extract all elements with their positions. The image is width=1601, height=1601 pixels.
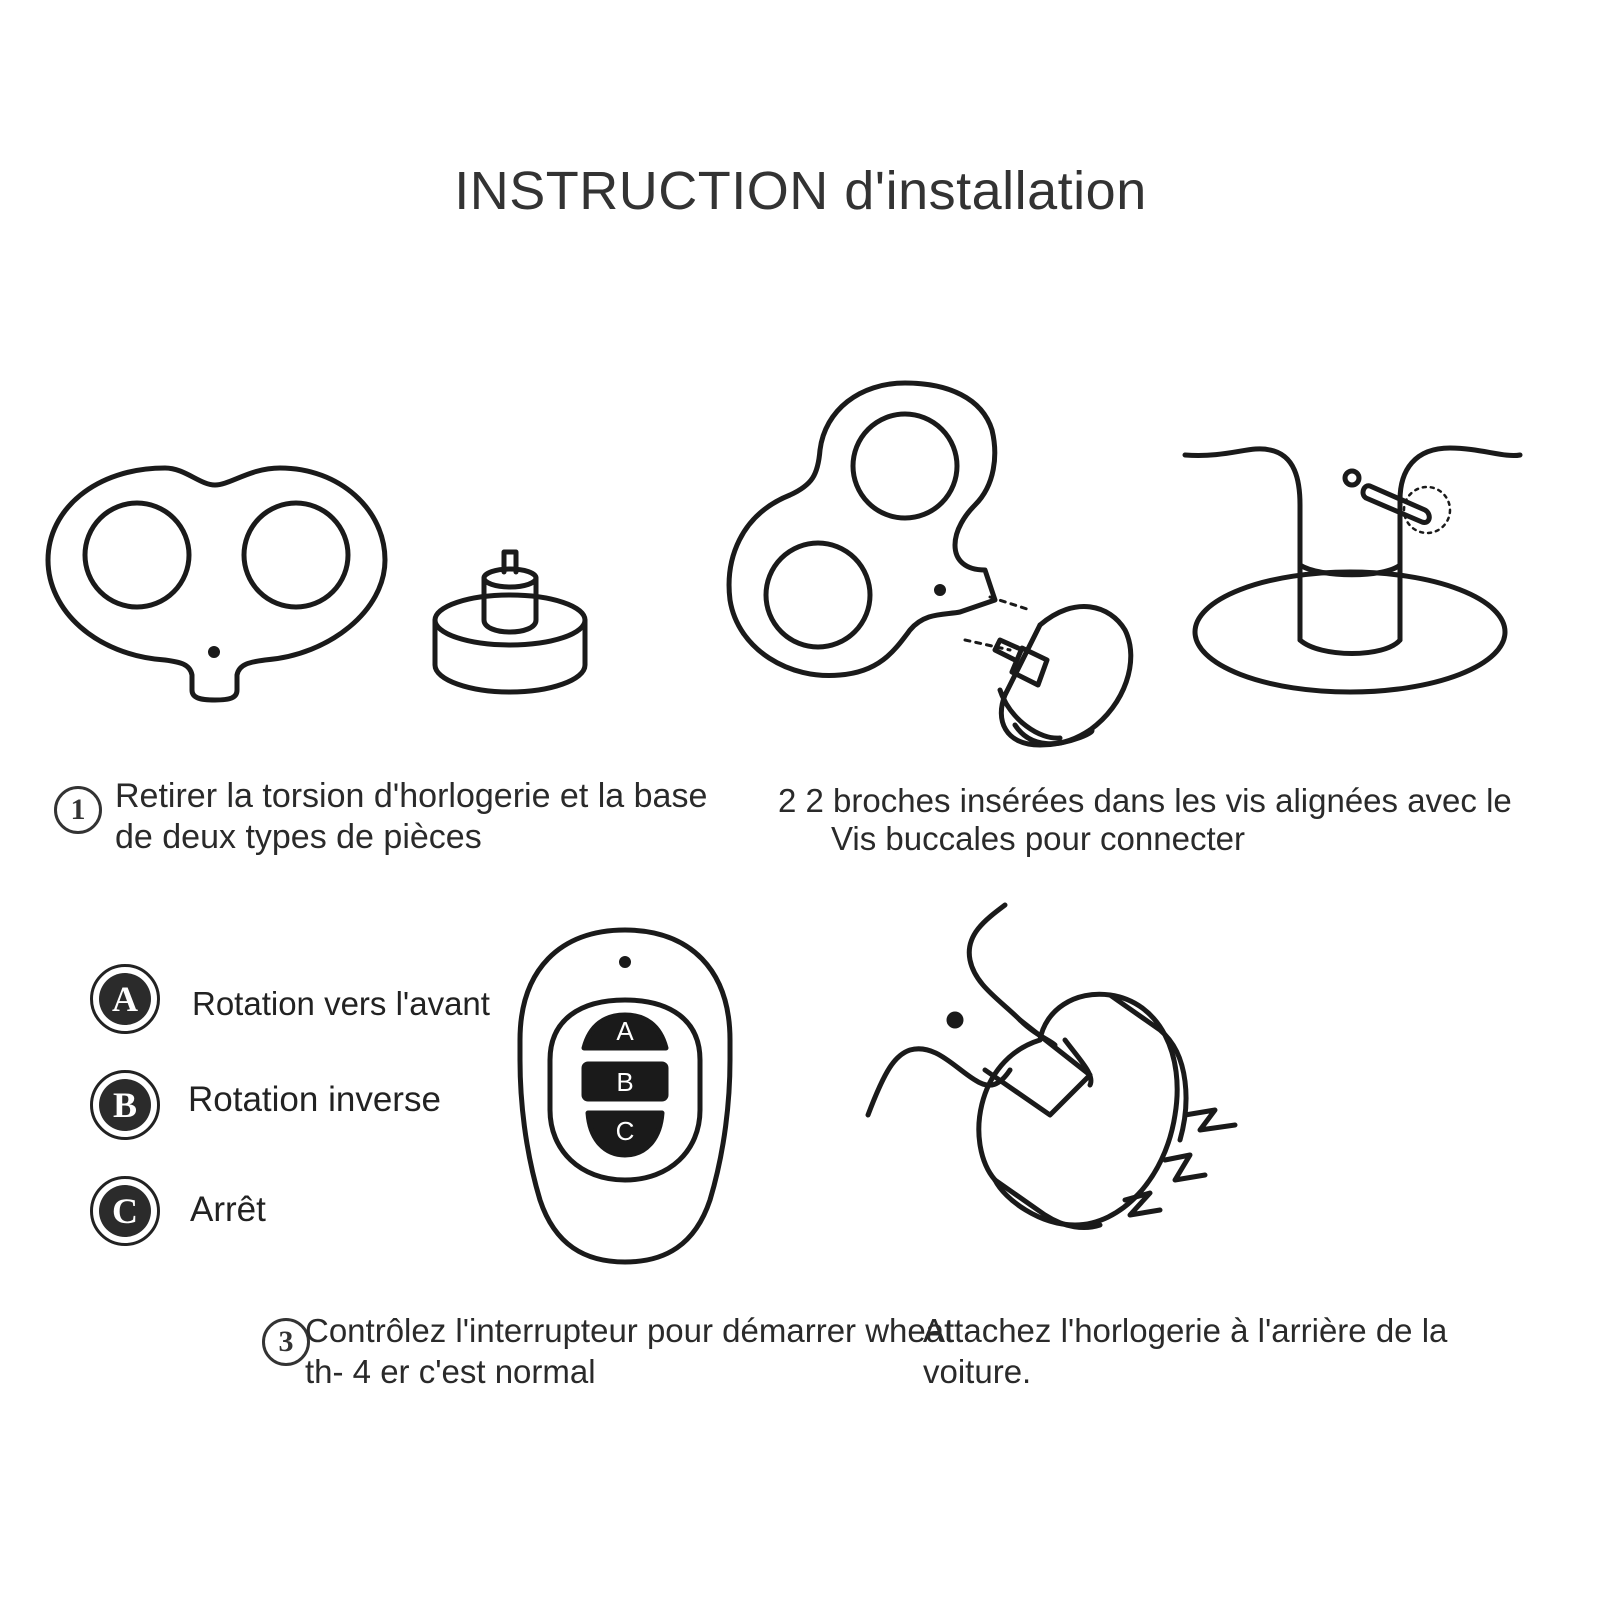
remote-key-a: A	[616, 1016, 634, 1046]
remote-key-c: C	[615, 1116, 635, 1146]
page-title: INSTRUCTION d'installation	[454, 161, 1147, 221]
motor-base-illustration	[435, 552, 585, 692]
car-attachment-illustration	[868, 905, 1235, 1228]
pin-detail-illustration	[1185, 448, 1520, 692]
legend-label-stop: Arrêt	[190, 1190, 266, 1229]
step-number-3: 3	[262, 1318, 310, 1366]
remote-control-illustration	[520, 930, 730, 1262]
step-1-line-2: de deux types de pièces	[115, 818, 482, 856]
step-4-text: Attachez l'horlogerie à l'arrière de la …	[923, 1310, 1447, 1392]
step-3-text: Contrôlez l'interrupteur pour démarrer w…	[305, 1310, 953, 1392]
key-assembly-illustration	[729, 383, 1131, 745]
step-2-line-1: 2 2 broches insérées dans les vis aligné…	[778, 782, 1512, 819]
legend-badge-a: A	[90, 964, 160, 1034]
step-3-line-1: Contrôlez l'interrupteur pour démarrer w…	[305, 1312, 954, 1349]
winding-key-illustration	[48, 468, 385, 700]
step-3-line-2: th- 4 er c'est normal	[305, 1353, 596, 1390]
remote-key-b: B	[616, 1067, 634, 1097]
legend-label-forward: Rotation vers l'avant	[192, 985, 490, 1022]
step-4-line-2: voiture.	[923, 1353, 1032, 1390]
step-2-text: 2 2 broches insérées dans les vis aligné…	[778, 780, 1512, 859]
legend-badge-b: B	[90, 1070, 160, 1140]
step-1-line-1: Retirer la torsion d'horlogerie et la ba…	[115, 777, 708, 815]
step-number-1: 1	[54, 786, 102, 834]
step-4-line-1: Attachez l'horlogerie à l'arrière de la	[923, 1312, 1448, 1349]
legend-label-reverse: Rotation inverse	[188, 1080, 441, 1119]
step-1-text: Retirer la torsion d'horlogerie et la ba…	[115, 776, 707, 858]
legend-badge-c: C	[90, 1176, 160, 1246]
step-2-line-2: Vis buccales pour connecter	[831, 820, 1245, 857]
